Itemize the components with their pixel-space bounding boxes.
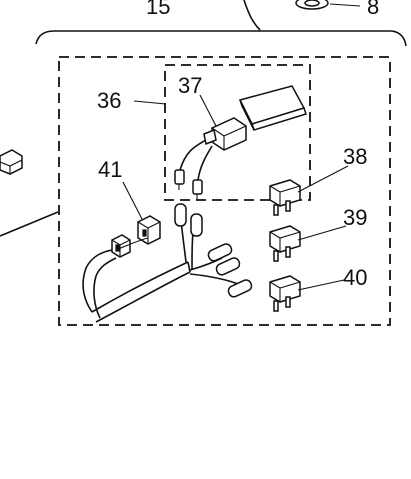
fuse-40 — [269, 275, 301, 312]
washer-top — [295, 0, 329, 10]
leader-39 — [297, 225, 347, 241]
inner-dashed-box — [164, 64, 311, 201]
callout-39: 39 — [343, 205, 367, 230]
callout-36: 36 — [97, 88, 121, 113]
callout-38: 38 — [343, 144, 367, 169]
leader-41 — [122, 181, 144, 222]
outer-dashed-box — [58, 56, 391, 326]
wire-harness — [82, 203, 253, 323]
callout-37: 37 — [178, 73, 202, 98]
cable-top — [243, 0, 261, 31]
leader-40 — [297, 279, 345, 291]
connector-left — [0, 149, 23, 175]
leader-37 — [199, 94, 217, 127]
leader-8 — [329, 3, 361, 7]
leader-36 — [133, 100, 167, 105]
group-bracket — [35, 30, 407, 47]
relay-unit — [174, 85, 307, 200]
callout-41: 41 — [98, 157, 122, 182]
callout-8: 8 — [367, 0, 379, 19]
leader-38 — [297, 165, 349, 193]
fuse-39 — [269, 225, 301, 262]
callout-15: 15 — [146, 0, 170, 19]
fuse-38 — [269, 179, 301, 216]
leader-left — [0, 211, 59, 237]
callout-40: 40 — [343, 265, 367, 290]
connector-41 — [111, 215, 161, 258]
